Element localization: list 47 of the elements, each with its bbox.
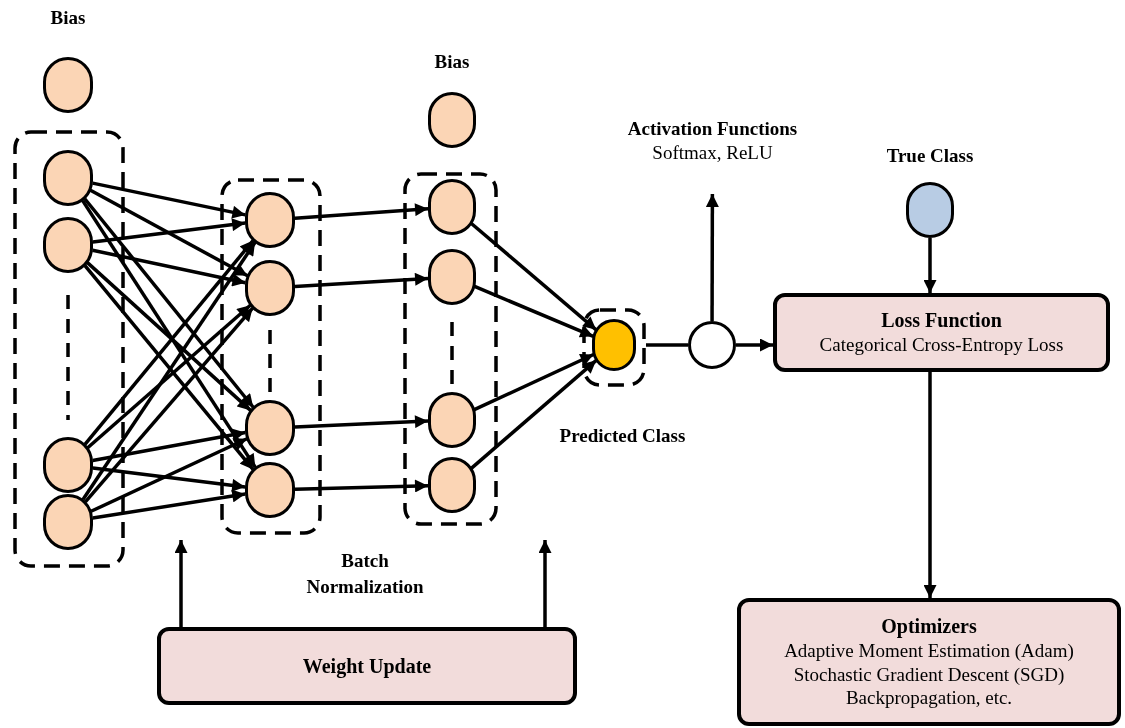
arrow <box>81 199 257 469</box>
arrow <box>294 415 429 429</box>
arrow <box>294 272 429 289</box>
dashed-group-box <box>403 172 498 526</box>
node-caption: Predicted Class <box>559 425 686 446</box>
node-heading: Weight Update <box>302 653 432 679</box>
arrow <box>92 218 246 244</box>
node-text: Stochastic Gradient Descent (SGD) <box>793 662 1065 687</box>
node-text: Adaptive Moment Estimation (Adam) <box>784 638 1074 663</box>
arrow <box>923 372 937 598</box>
arrow <box>92 248 246 287</box>
arrow <box>84 307 254 503</box>
dashed-group-box <box>13 130 125 568</box>
arrow <box>174 540 188 627</box>
arrow <box>86 303 252 450</box>
node-text: Categorical Cross-Entropy Loss <box>819 333 1064 357</box>
arrow <box>83 197 255 409</box>
node-heading: Bias <box>434 50 470 74</box>
arrow <box>538 540 552 627</box>
arrow <box>83 264 255 471</box>
arrow <box>470 359 598 470</box>
arrow <box>705 194 719 321</box>
arrow <box>470 222 598 332</box>
arrow <box>92 181 246 219</box>
arrow <box>92 489 246 520</box>
node-text: Softmax, ReLU <box>652 140 773 165</box>
arrow <box>294 203 429 220</box>
node-heading: Activation Functions <box>627 117 798 141</box>
arrow <box>923 238 937 293</box>
arrow <box>92 428 246 463</box>
node-heading: Loss Function <box>881 308 1002 334</box>
arrow <box>83 239 255 446</box>
process-box <box>773 293 1110 372</box>
arrow <box>294 479 429 493</box>
arrow <box>92 466 246 492</box>
node-heading: Optimizers <box>881 613 977 639</box>
arrow <box>86 261 252 412</box>
process-box <box>737 598 1121 726</box>
dashed-group-box <box>582 308 646 387</box>
arrow <box>81 241 257 501</box>
node-heading: Bias <box>50 6 86 30</box>
text-label: Batch Normalization <box>306 550 424 597</box>
node-heading: True Class <box>886 144 974 168</box>
node-text: Backpropagation, etc. <box>845 686 1013 711</box>
arrow <box>736 338 773 352</box>
process-box <box>157 627 577 705</box>
dashed-group-box <box>220 178 322 535</box>
